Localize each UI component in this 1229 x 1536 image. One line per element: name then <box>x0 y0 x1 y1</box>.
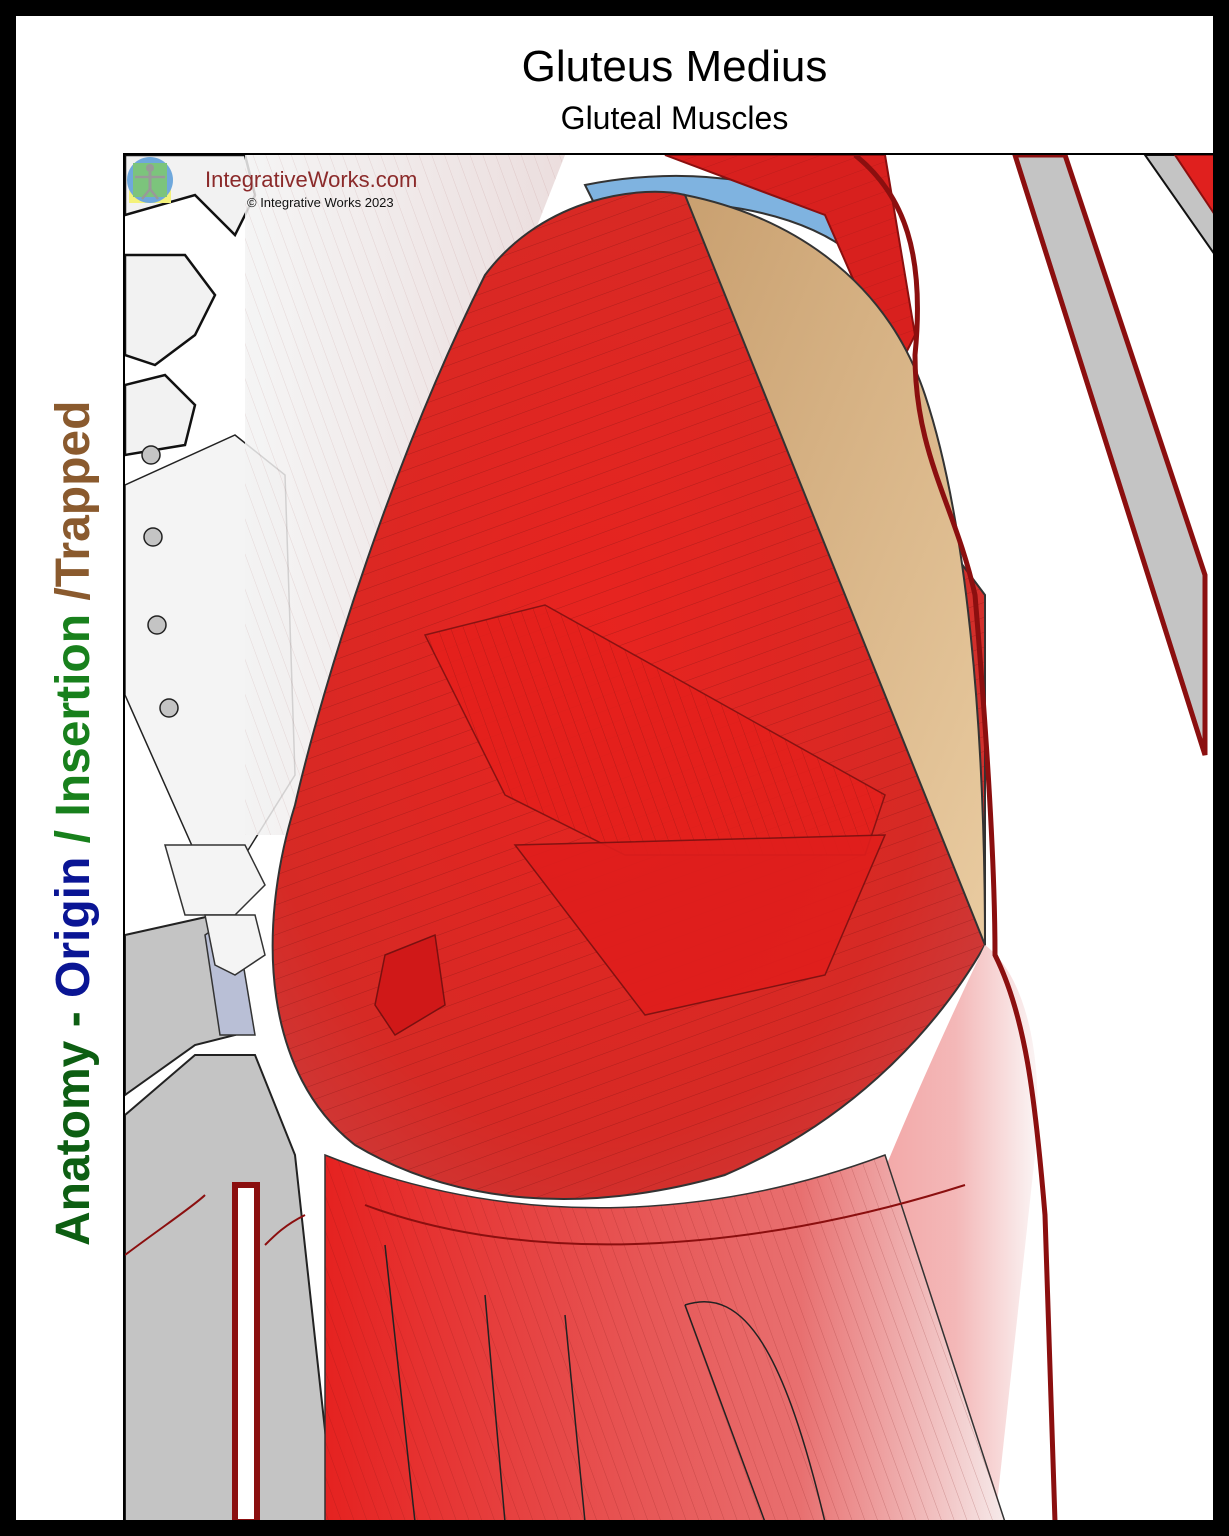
anatomy-label: Anatomy - <box>47 997 100 1246</box>
copyright-text: © Integrative Works 2023 <box>247 195 394 210</box>
vitruvian-man-logo-icon <box>127 157 173 203</box>
page: Gluteus Medius Gluteal Muscles Anatomy -… <box>16 16 1213 1520</box>
separator: / <box>47 816 100 857</box>
origin-label: Origin <box>47 856 100 998</box>
page-subtitle: Gluteal Muscles <box>560 100 789 136</box>
separator: / <box>47 587 100 614</box>
insertion-label: Insertion <box>47 613 100 817</box>
legend-vertical-label: Anatomy - Origin / Insertion /Trapped <box>44 286 104 1246</box>
trapped-label: Trapped <box>47 400 100 588</box>
anatomy-illustration: IntegrativeWorks.com © Integrative Works… <box>123 153 1213 1520</box>
gluteal-muscles-drawing <box>125 155 1213 1520</box>
brand-watermark: IntegrativeWorks.com <box>205 167 418 192</box>
page-title: Gluteus Medius <box>521 42 828 91</box>
